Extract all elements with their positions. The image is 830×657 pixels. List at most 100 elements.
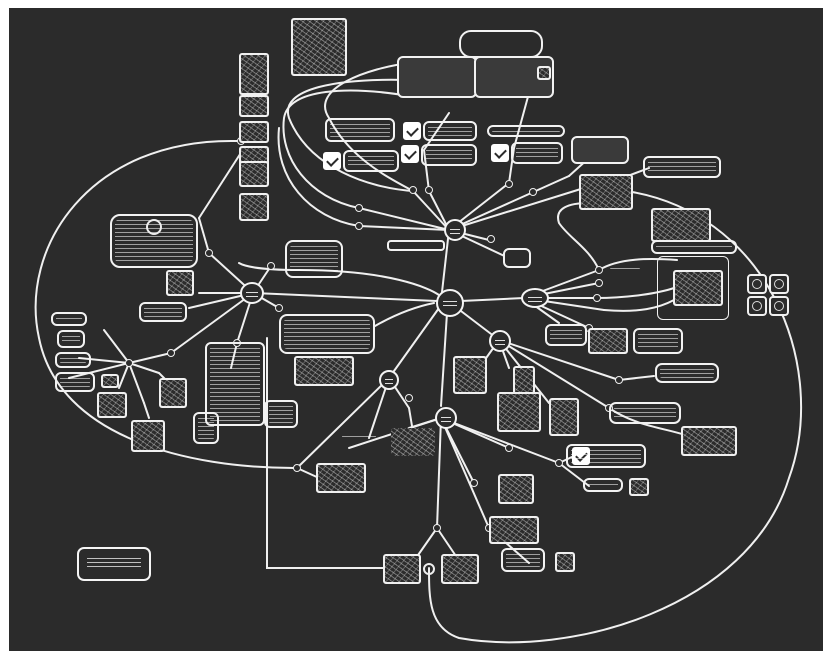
node-graph-canvas[interactable] [9,8,823,651]
label-card[interactable] [139,302,187,322]
screenshot-card[interactable] [397,56,477,98]
artwork-thumbnail[interactable] [497,392,541,432]
pattern-thumbnail[interactable] [588,328,628,354]
section-card[interactable] [55,352,91,368]
connector-dot-icon[interactable] [167,349,175,357]
connector-dot-icon[interactable] [505,444,513,452]
mini-node-card[interactable] [503,248,531,268]
app-ui-card[interactable] [571,136,629,164]
label-card[interactable] [651,240,737,254]
connector-dot-icon[interactable] [125,359,133,367]
grid-card[interactable] [633,328,683,354]
figure-thumbnail[interactable] [159,378,187,408]
app-screenshot[interactable] [579,174,633,210]
hub-right[interactable] [521,288,549,308]
section-card[interactable] [55,372,95,392]
connector-dot-icon[interactable] [205,249,213,257]
connector-dot-icon[interactable] [595,279,603,287]
diagram-thumbnail[interactable] [651,208,711,242]
cube-icon[interactable] [747,296,767,316]
logo-thumbnail[interactable] [166,270,194,296]
hub-left[interactable] [240,282,264,304]
target-icon[interactable] [769,274,789,294]
rotate-icon[interactable] [747,274,767,294]
connector-dot-icon[interactable] [595,266,603,274]
task-card[interactable] [511,142,563,164]
small-thumbnail[interactable] [537,66,551,80]
connector-dot-icon[interactable] [355,204,363,212]
flow-card[interactable] [459,30,543,58]
center-label-pill[interactable] [387,240,445,251]
artwork-thumbnail[interactable] [549,398,579,436]
connector-dot-icon[interactable] [529,188,537,196]
render-thumbnail[interactable] [681,426,737,456]
photo-thumbnail[interactable] [316,463,366,493]
hub-lower[interactable] [435,407,457,429]
caption-card[interactable] [193,412,219,444]
profile-card[interactable] [110,214,198,268]
circle-logo-icon[interactable] [423,563,435,575]
note-card[interactable] [609,402,681,424]
frame-card[interactable] [657,256,729,320]
note-card[interactable] [285,240,343,278]
screen-thumbnail[interactable] [489,516,539,544]
connector-dot-icon[interactable] [487,235,495,243]
text-block-card[interactable] [279,314,375,354]
task-card[interactable] [566,444,646,468]
bottom-card-right[interactable] [441,554,479,584]
connector-dot-icon[interactable] [275,304,283,312]
hub-mid-right[interactable] [489,330,511,352]
connector-dot-icon[interactable] [505,180,513,188]
artwork-thumbnail[interactable] [453,356,487,394]
checkmark-icon[interactable] [323,152,341,170]
checkmark-icon[interactable] [401,145,419,163]
connector-dot-icon[interactable] [593,294,601,302]
connector-dot-icon[interactable] [405,394,413,402]
connector-dot-icon[interactable] [293,464,301,472]
info-card[interactable] [545,324,587,346]
figure-thumbnail[interactable] [131,420,165,452]
image-collage[interactable] [291,18,347,76]
caption-card[interactable] [339,432,379,442]
caption-card[interactable] [205,342,265,426]
connector-dot-icon[interactable] [433,524,441,532]
image-thumbnail[interactable] [239,161,269,187]
counter-card[interactable] [264,400,298,428]
checkmark-icon[interactable] [491,144,509,162]
connector-dot-icon[interactable] [555,459,563,467]
task-card[interactable] [487,125,565,137]
video-thumbnail[interactable] [294,356,354,386]
hub-center[interactable] [436,289,464,317]
bottom-card-left[interactable] [383,554,421,584]
screen-thumbnail[interactable] [498,474,534,504]
arrow-icon[interactable] [769,296,789,316]
section-card[interactable] [57,330,85,348]
image-thumbnail[interactable] [239,121,269,143]
connector-dot-icon[interactable] [470,479,478,487]
small-thumbnail[interactable] [629,478,649,496]
task-card[interactable] [421,144,477,166]
connector-dot-icon[interactable] [409,186,417,194]
figure-thumbnail[interactable] [97,392,127,418]
connector-dot-icon[interactable] [355,222,363,230]
hub-lower-left[interactable] [379,370,399,390]
label-card[interactable] [501,548,545,572]
app-screenshot[interactable] [673,270,723,306]
task-card[interactable] [325,118,395,142]
hub-upper[interactable] [444,219,466,241]
info-card[interactable] [643,156,721,178]
section-card[interactable] [51,312,87,326]
label-card[interactable] [607,264,643,272]
caption-card[interactable] [583,478,623,492]
connector-dot-icon[interactable] [267,262,275,270]
sketch-thumbnail[interactable] [391,428,435,456]
task-card[interactable] [423,121,477,141]
task-card[interactable] [343,150,399,172]
image-thumbnail[interactable] [239,193,269,221]
legend-note-box[interactable] [77,547,151,581]
note-card[interactable] [655,363,719,383]
small-thumbnail[interactable] [555,552,575,572]
connector-dot-icon[interactable] [615,376,623,384]
image-thumbnail[interactable] [239,53,269,95]
image-thumbnail[interactable] [239,95,269,117]
